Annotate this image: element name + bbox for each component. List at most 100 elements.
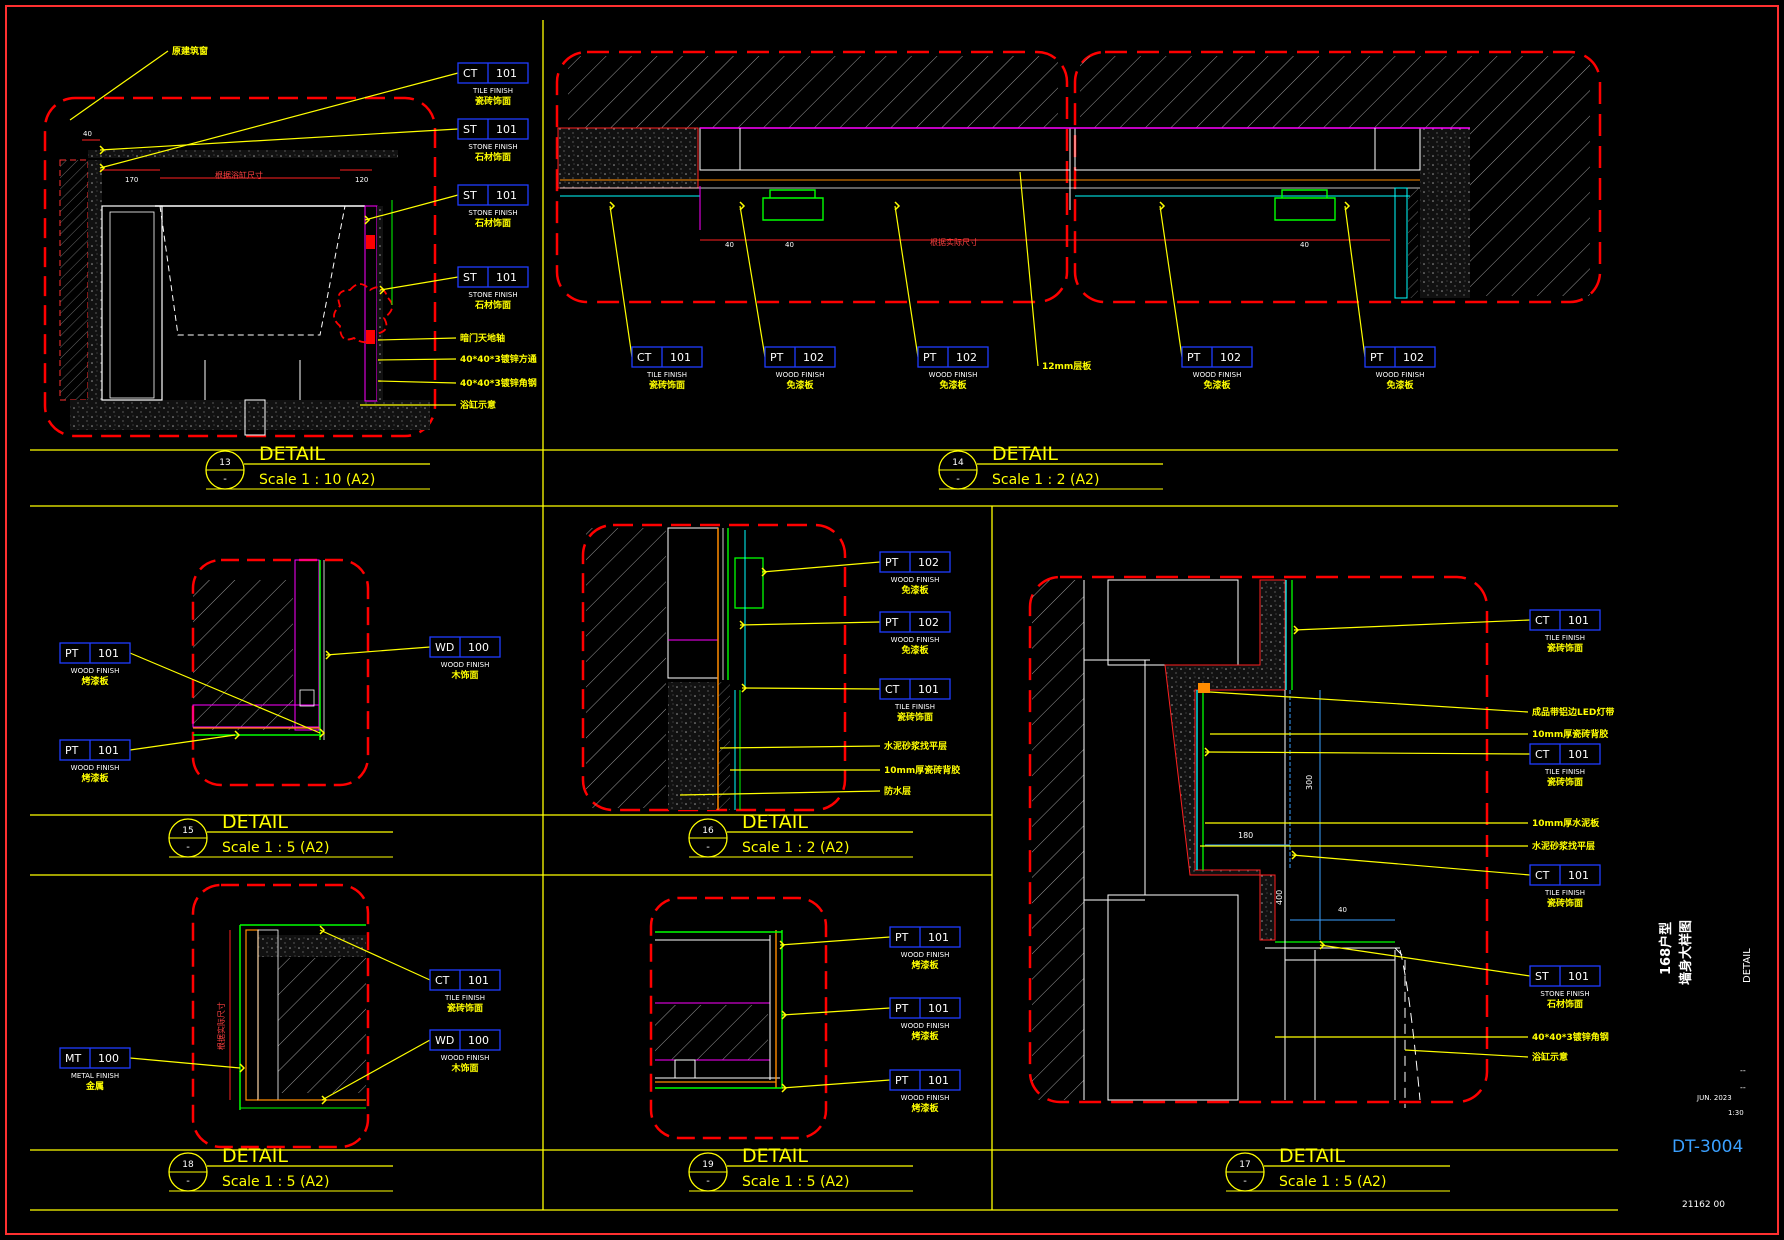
tag-box xyxy=(59,739,131,761)
tag-finish-cn: 烤漆板 xyxy=(81,675,109,687)
tag-number: 101 xyxy=(928,1002,949,1015)
annotation-note: 10mm厚水泥板 xyxy=(1532,817,1600,829)
tag-code: PT xyxy=(923,351,937,364)
title-dash-1: -- xyxy=(1740,1066,1746,1075)
tag-box xyxy=(1529,965,1601,987)
note-leader xyxy=(69,50,169,121)
tag-number: 100 xyxy=(98,1052,119,1065)
drawing-scale: 1:30 xyxy=(1728,1109,1744,1117)
tag-finish-en: TILE FINISH xyxy=(894,703,935,711)
tag-finish-cn: 免漆板 xyxy=(901,584,929,596)
annotation-note: 防水层 xyxy=(884,785,911,797)
tag-finish-cn: 瓷砖饰面 xyxy=(1547,897,1583,909)
tag-box xyxy=(457,62,529,84)
note-leader xyxy=(377,380,457,384)
tag-code: PT xyxy=(65,647,79,660)
tag-finish-en: WOOD FINISH xyxy=(1376,371,1425,379)
tag-box xyxy=(1364,346,1436,368)
detail-17-drawing: 300 180 400 40 xyxy=(1028,575,1489,1108)
tag-number: 101 xyxy=(496,271,517,284)
tag-code: PT xyxy=(885,556,899,569)
leader-line xyxy=(779,936,891,946)
tag-code: WD xyxy=(435,1034,454,1047)
leader-line xyxy=(1291,854,1531,876)
detail-number: 15 xyxy=(182,826,193,836)
tag-code: PT xyxy=(895,1002,909,1015)
tag-number: 101 xyxy=(918,683,939,696)
tag-box xyxy=(429,1029,501,1051)
annotation-note: 水泥砂浆找平层 xyxy=(1532,840,1595,852)
tag-number: 100 xyxy=(468,641,489,654)
tag-box xyxy=(879,551,951,573)
tag-finish-en: STONE FINISH xyxy=(468,143,517,151)
leader-line xyxy=(129,734,236,751)
title-dash-2: -- xyxy=(1740,1083,1746,1092)
tag-finish-en: WOOD FINISH xyxy=(776,371,825,379)
tag-finish-en: WOOD FINISH xyxy=(901,951,950,959)
leader-line xyxy=(761,561,881,573)
annotation-note: 暗门天地轴 xyxy=(460,332,505,344)
detail-sub: - xyxy=(706,1176,710,1187)
detail-scale: Scale 1 : 5 (A2) xyxy=(222,1174,329,1190)
tag-finish-cn: 石材饰面 xyxy=(474,151,511,163)
tag-box xyxy=(457,184,529,206)
leader-line xyxy=(1344,205,1366,358)
note-leader xyxy=(1404,1049,1529,1058)
tag-finish-cn: 免漆板 xyxy=(1386,379,1414,391)
note-leader xyxy=(1209,691,1529,713)
tag-finish-en: WOOD FINISH xyxy=(891,636,940,644)
tag-code: ST xyxy=(1535,970,1549,983)
tag-finish-cn: 石材饰面 xyxy=(1546,998,1583,1010)
tag-finish-en: WOOD FINISH xyxy=(929,371,978,379)
detail-number: 19 xyxy=(702,1160,714,1170)
detail-number: 16 xyxy=(702,826,714,836)
tag-number: 101 xyxy=(670,351,691,364)
tag-number: 101 xyxy=(496,67,517,80)
leader-line xyxy=(1204,751,1531,755)
tag-box xyxy=(917,346,989,368)
tag-finish-en: METAL FINISH xyxy=(71,1072,119,1080)
tag-number: 101 xyxy=(98,647,119,660)
tag-finish-en: TILE FINISH xyxy=(1544,889,1585,897)
tag-finish-cn: 瓷砖饰面 xyxy=(1547,776,1583,788)
tag-number: 102 xyxy=(1403,351,1424,364)
d17-dim-c: 400 xyxy=(1275,890,1284,905)
detail-word: DETAIL xyxy=(259,443,325,465)
tag-finish-en: WOOD FINISH xyxy=(901,1094,950,1102)
tag-finish-cn: 烤漆板 xyxy=(911,1102,939,1114)
tag-number: 101 xyxy=(98,744,119,757)
leader-line xyxy=(321,1039,431,1101)
tag-box xyxy=(631,346,703,368)
annotation-note: 40*40*3镀锌方通 xyxy=(460,353,537,365)
detail-scale: Scale 1 : 2 (A2) xyxy=(992,472,1099,488)
detail-sub: - xyxy=(186,842,190,853)
d17-dim-d: 40 xyxy=(1338,906,1347,914)
tag-finish-en: STONE FINISH xyxy=(1540,990,1589,998)
d17-dim-a: 300 xyxy=(1305,775,1314,790)
leader-line xyxy=(99,72,459,169)
tag-code: CT xyxy=(637,351,652,364)
detail-sub: - xyxy=(186,1176,190,1187)
tag-finish-en: WOOD FINISH xyxy=(441,1054,490,1062)
tag-finish-en: TILE FINISH xyxy=(646,371,687,379)
tag-box xyxy=(764,346,836,368)
tag-finish-cn: 木饰面 xyxy=(450,1062,478,1074)
sheet-type: DETAIL xyxy=(1742,948,1753,983)
tag-finish-cn: 免漆板 xyxy=(939,379,967,391)
detail-number: 13 xyxy=(219,458,230,468)
tag-number: 101 xyxy=(1568,970,1589,983)
tag-finish-cn: 免漆板 xyxy=(1203,379,1231,391)
tag-finish-cn: 木饰面 xyxy=(450,669,478,681)
leader-line xyxy=(1319,944,1531,977)
detail-word: DETAIL xyxy=(1279,1145,1345,1167)
tag-code: ST xyxy=(463,271,477,284)
